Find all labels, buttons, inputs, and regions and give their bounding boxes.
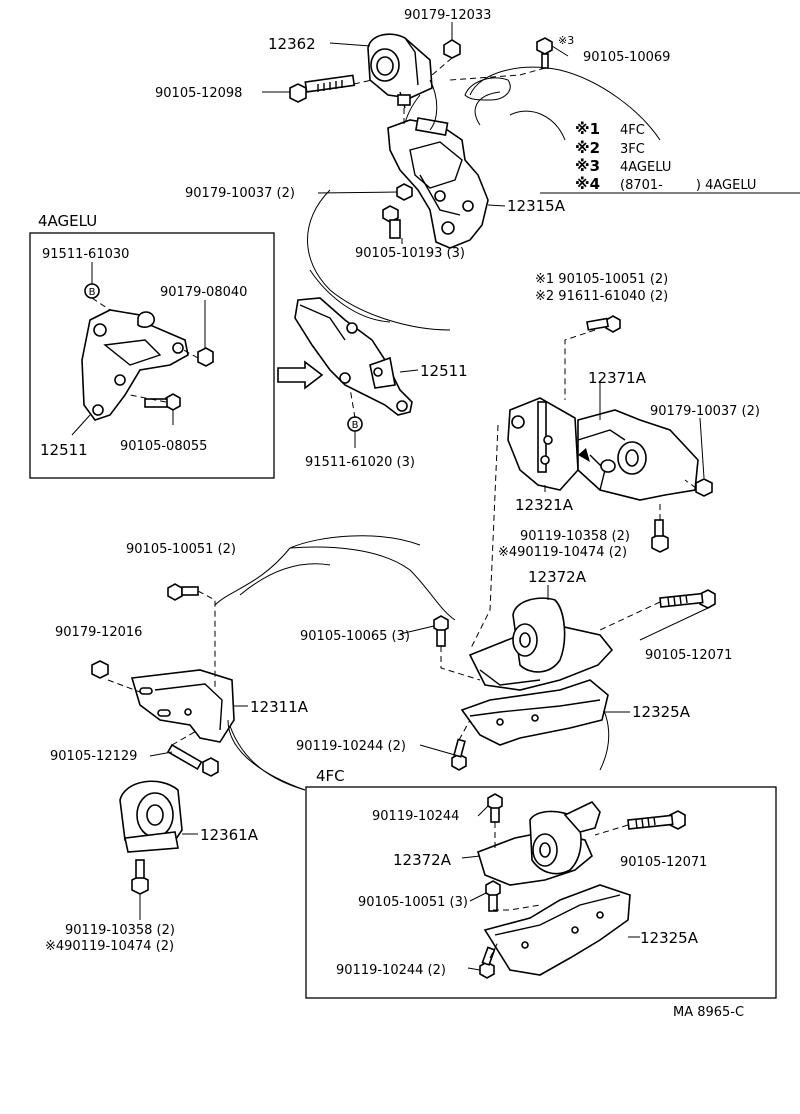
bolt-90119-10358-lower <box>131 859 149 895</box>
label-12325A-4fc: 12325A <box>640 929 699 947</box>
bolt-90119-10244-4fc-lower <box>479 946 496 979</box>
arrow-icon <box>277 360 324 390</box>
label-90119-10358-upper: 90119-10358 (2) <box>520 529 630 544</box>
label-12325A-upper: 12325A <box>632 703 691 721</box>
label-note-3-small: ※3 <box>558 34 574 47</box>
bolt-90119-10244-4fc-upper <box>487 793 503 823</box>
mount-12372A <box>468 597 614 691</box>
bolt-90105-10069 <box>536 37 553 69</box>
mount-12362 <box>367 33 433 109</box>
mount-12371A <box>577 409 699 501</box>
nut-90179-10037-upper <box>396 183 413 201</box>
legend: ※1 4FC ※2 3FC ※3 4AGELU ※4 (8701- ) 4AGE… <box>575 120 756 193</box>
label-12372A-4fc: 12372A <box>393 851 452 869</box>
part-labels: 90179-12033 12362 ※3 90105-10069 90105-1… <box>38 8 760 1020</box>
label-90179-12016: 90179-12016 <box>55 625 142 640</box>
label-90119-10244-center: 90119-10244 (2) <box>296 739 406 754</box>
legend-mark-1: ※1 <box>575 120 600 138</box>
label-91511-61030: 91511-61030 <box>42 247 129 262</box>
bracket-12311A <box>130 669 235 743</box>
figure-code: MA 8965-C <box>673 1005 744 1020</box>
dashed-assembly-lines <box>91 57 697 959</box>
bracket-12325A-4fc <box>483 884 631 976</box>
bolt-mark-b-main: B <box>352 420 359 431</box>
label-90105-08055: 90105-08055 <box>120 439 207 454</box>
label-90105-12129: 90105-12129 <box>50 749 137 764</box>
label-12511: 12511 <box>420 362 468 380</box>
nut-90179-12016 <box>91 660 109 679</box>
label-91511-61020: 91511-61020 (3) <box>305 455 415 470</box>
label-12511-inset: 12511 <box>40 441 88 459</box>
bolt-90105-10065 <box>433 615 449 647</box>
label-12315A: 12315A <box>507 197 566 215</box>
bolt-90105-12129 <box>166 743 219 777</box>
label-90179-12033: 90179-12033 <box>404 8 491 23</box>
inset-4agelu-title: 4AGELU <box>38 212 97 230</box>
mount-12361A <box>119 780 183 853</box>
label-n4-90119-10474-upper: ※490119-10474 (2) <box>498 545 627 560</box>
label-90105-10051-left: 90105-10051 (2) <box>126 542 236 557</box>
bolt-90105-12098 <box>289 74 356 103</box>
bracket-12315A <box>387 117 489 249</box>
label-90179-08040: 90179-08040 <box>160 285 247 300</box>
label-90119-10244-4fc-lower: 90119-10244 (2) <box>336 963 446 978</box>
label-90105-10069: 90105-10069 <box>583 50 670 65</box>
nut-90179-12033 <box>443 39 461 59</box>
label-12321A: 12321A <box>515 496 574 514</box>
label-90179-10037-upper: 90179-10037 (2) <box>185 186 295 201</box>
label-90105-12071-upper: 90105-12071 <box>645 648 732 663</box>
bolt-mark-b-inset: B <box>89 287 96 298</box>
label-90119-10358-lower: 90119-10358 (2) <box>65 923 175 938</box>
label-n1-90105-10051: ※1 90105-10051 (2) <box>535 272 668 287</box>
legend-text-4: (8701- ) 4AGELU <box>620 178 756 193</box>
inset-4fc-title: 4FC <box>316 767 345 785</box>
engine-connection-curves <box>227 79 456 791</box>
inset-4fc-box <box>305 786 777 999</box>
legend-mark-2: ※2 <box>575 139 600 157</box>
bolt-90119-10244-center <box>451 738 467 771</box>
label-n2-91611-61040: ※2 91611-61040 (2) <box>535 289 668 304</box>
label-n4-90119-10474-lower: ※490119-10474 (2) <box>45 939 174 954</box>
bolt-90105-12071-upper <box>659 589 716 609</box>
label-12311A: 12311A <box>250 698 309 716</box>
bolt-90105-08055 <box>144 393 181 411</box>
bolt-90105-10051-4fc <box>485 880 501 912</box>
legend-text-3: 4AGELU <box>620 160 671 175</box>
legend-mark-4: ※4 <box>575 175 600 193</box>
legend-text-1: 4FC <box>620 123 645 138</box>
leader-lines <box>71 22 709 971</box>
label-12371A: 12371A <box>588 369 647 387</box>
bolt-90105-10193 <box>382 205 401 239</box>
label-12362: 12362 <box>268 35 316 53</box>
label-90105-10193: 90105-10193 (3) <box>355 246 465 261</box>
mount-12372A-4fc <box>477 801 601 886</box>
bracket-12325A-upper <box>460 679 609 746</box>
label-90105-10051-4fc: 90105-10051 (3) <box>358 895 468 910</box>
legend-mark-3: ※3 <box>575 157 600 175</box>
legend-text-2: 3FC <box>620 142 645 157</box>
nut-90179-08040 <box>197 347 214 367</box>
label-90179-10037-lower: 90179-10037 (2) <box>650 404 760 419</box>
label-12361A: 12361A <box>200 826 259 844</box>
nut-90179-10037-lower <box>695 478 713 497</box>
bolt-90105-12071-4fc <box>627 810 686 830</box>
label-90105-12098: 90105-12098 <box>155 86 242 101</box>
label-90105-12071-4fc: 90105-12071 <box>620 855 707 870</box>
bracket-12511 <box>294 297 413 416</box>
inset-4agelu-box <box>29 232 275 479</box>
label-90119-10244-4fc-upper: 90119-10244 <box>372 809 459 824</box>
label-12372A: 12372A <box>528 568 587 586</box>
bolt-91611-61040 <box>586 315 621 333</box>
bolt-90105-10051-left <box>167 583 199 601</box>
bracket-12321A <box>507 397 579 491</box>
bolt-90119-10358-upper <box>651 519 669 553</box>
label-90105-10065: 90105-10065 (3) <box>300 629 410 644</box>
bracket-12511-inset <box>81 309 189 421</box>
